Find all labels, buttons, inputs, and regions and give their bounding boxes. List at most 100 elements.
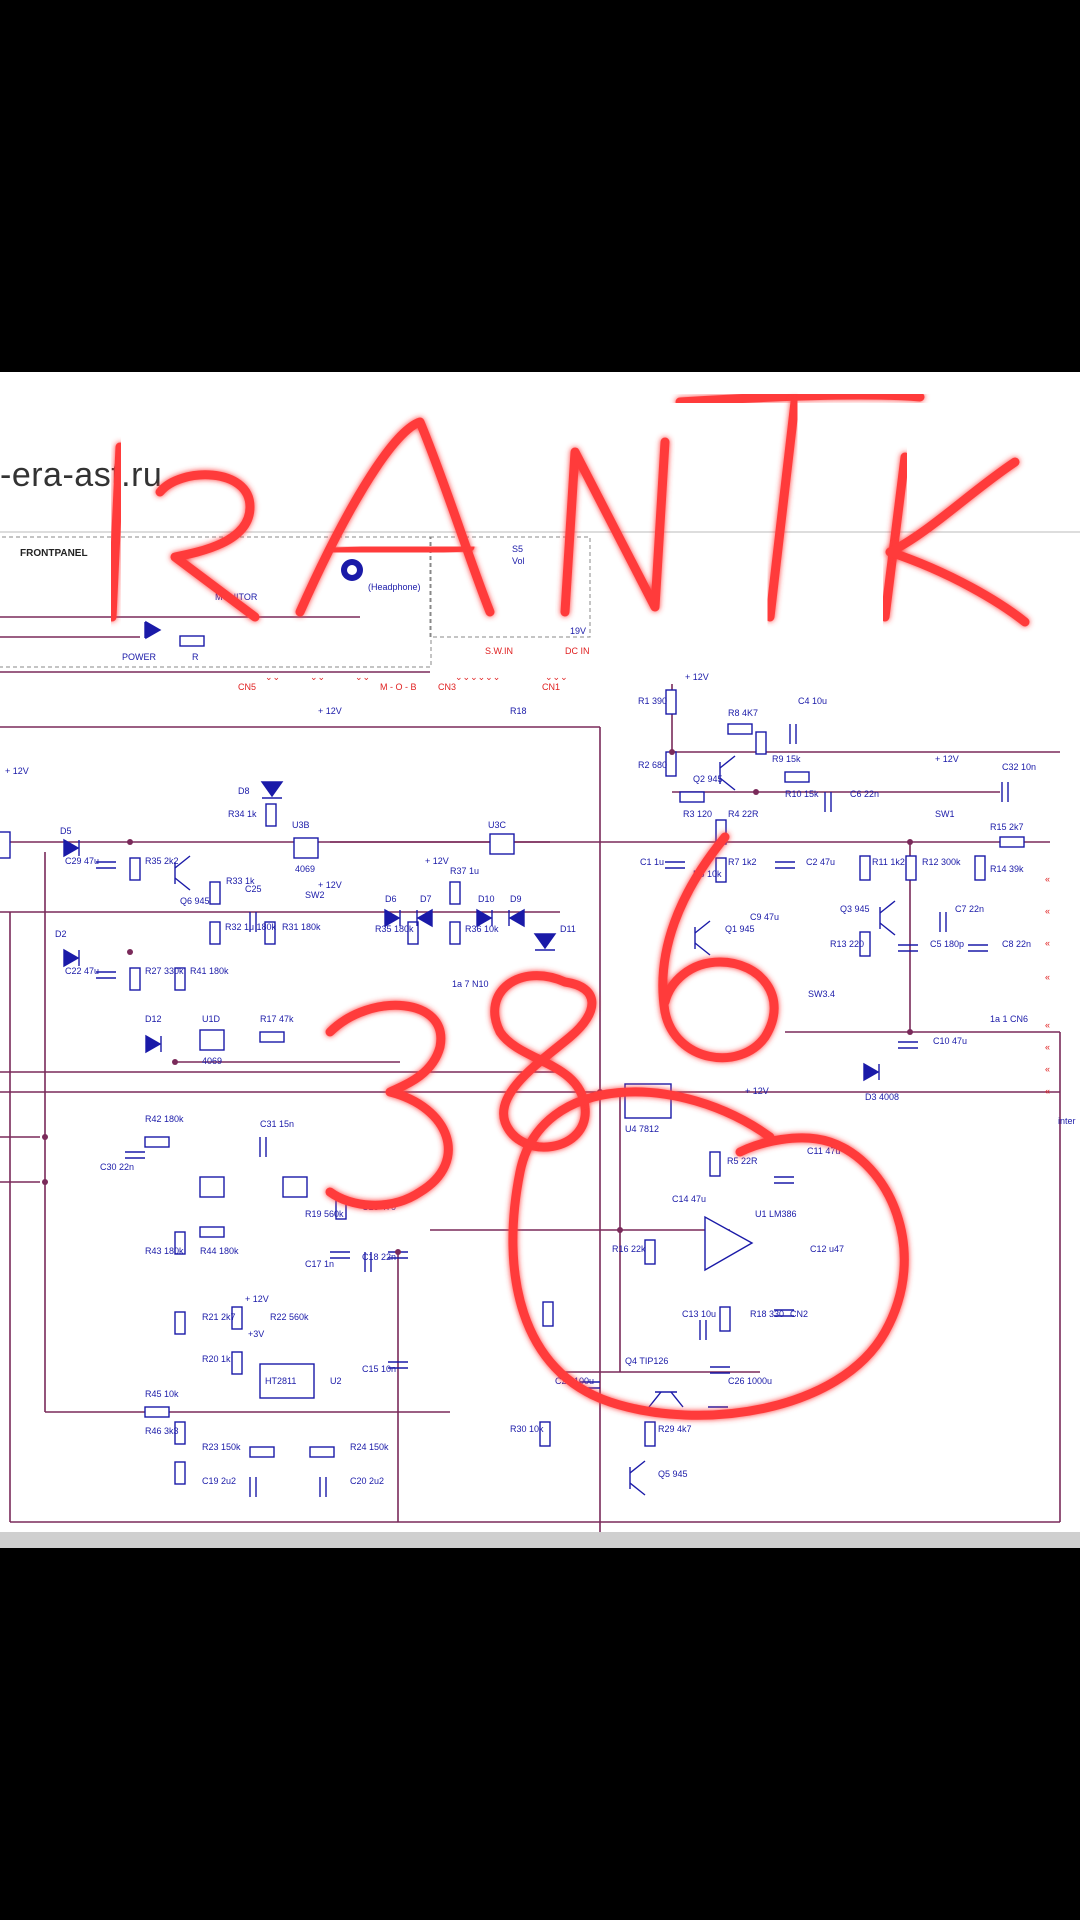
- handwritten-annotation: [107, 390, 1030, 1420]
- svg-text:R15 2k7: R15 2k7: [990, 822, 1024, 832]
- svg-text:C26 1000u: C26 1000u: [728, 1376, 772, 1386]
- svg-text:CN3: CN3: [438, 682, 456, 692]
- svg-text:R37 1u: R37 1u: [450, 866, 479, 876]
- svg-text:«: «: [1045, 972, 1050, 982]
- svg-text:R4 22R: R4 22R: [728, 809, 759, 819]
- svg-text:⌄⌄: ⌄⌄: [265, 672, 280, 682]
- svg-text:(Headphone): (Headphone): [368, 582, 421, 592]
- svg-text:R19 560k: R19 560k: [305, 1209, 344, 1219]
- svg-text:R7 1k2: R7 1k2: [728, 857, 757, 867]
- svg-text:U2: U2: [330, 1376, 342, 1386]
- svg-text:inter: inter: [1058, 1116, 1076, 1126]
- circuit-schematic: FRONTPANEL: [0, 390, 1080, 1548]
- svg-text:«: «: [1045, 1020, 1050, 1030]
- svg-text:R9 15k: R9 15k: [772, 754, 801, 764]
- svg-text:+ 12V: + 12V: [935, 754, 959, 764]
- svg-text:D11: D11: [560, 924, 576, 934]
- svg-text:Vol: Vol: [512, 556, 525, 566]
- svg-text:Q1 945: Q1 945: [725, 924, 755, 934]
- svg-text:D10: D10: [478, 894, 495, 904]
- svg-text:Q4 TIP126: Q4 TIP126: [625, 1356, 668, 1366]
- svg-text:CN2: CN2: [790, 1309, 808, 1319]
- svg-text:C1 1u: C1 1u: [640, 857, 664, 867]
- svg-text:R36 10k: R36 10k: [465, 924, 499, 934]
- svg-text:C22 47u: C22 47u: [65, 966, 99, 976]
- svg-text:⌄⌄⌄: ⌄⌄⌄: [545, 672, 568, 682]
- frontpanel-label: FRONTPANEL: [20, 548, 88, 559]
- svg-text:M - O - B: M - O - B: [380, 682, 417, 692]
- image-viewer: -era-ast.ru FRONTPANEL: [0, 372, 1080, 1548]
- svg-text:R22 560k: R22 560k: [270, 1312, 309, 1322]
- svg-text:C2 47u: C2 47u: [806, 857, 835, 867]
- svg-text:S5: S5: [512, 544, 523, 554]
- svg-text:R41 180k: R41 180k: [190, 966, 229, 976]
- svg-text:R20 1k: R20 1k: [202, 1354, 231, 1364]
- svg-text:R33 1k: R33 1k: [226, 876, 255, 886]
- svg-text:C10 47u: C10 47u: [933, 1036, 967, 1046]
- svg-text:S.W.IN: S.W.IN: [485, 646, 513, 656]
- svg-text:+ 12V: + 12V: [318, 706, 342, 716]
- svg-text:C11 47u: C11 47u: [807, 1146, 840, 1156]
- svg-text:C30 22n: C30 22n: [100, 1162, 134, 1172]
- svg-text:+ 12V: + 12V: [425, 856, 449, 866]
- svg-text:R5 22R: R5 22R: [727, 1156, 758, 1166]
- svg-text:R34 1k: R34 1k: [228, 809, 257, 819]
- viewer-bottom-bar: [0, 1532, 1080, 1548]
- svg-text:CN5: CN5: [238, 682, 256, 692]
- svg-text:C4 10u: C4 10u: [798, 696, 827, 706]
- svg-text:⌄⌄⌄⌄⌄⌄: ⌄⌄⌄⌄⌄⌄: [455, 672, 500, 682]
- svg-text:C18 22n: C18 22n: [362, 1252, 396, 1262]
- svg-text:4069: 4069: [202, 1056, 222, 1066]
- svg-text:C17 1n: C17 1n: [305, 1259, 334, 1269]
- svg-text:POWER: POWER: [122, 652, 157, 662]
- svg-text:DC IN: DC IN: [565, 646, 590, 656]
- svg-text:R45 10k: R45 10k: [145, 1389, 179, 1399]
- svg-text:D3 4008: D3 4008: [865, 1092, 899, 1102]
- svg-text:R8 4K7: R8 4K7: [728, 708, 758, 718]
- svg-text:R43 180k: R43 180k: [145, 1246, 184, 1256]
- svg-text:R17 47k: R17 47k: [260, 1014, 294, 1024]
- svg-text:R46 3k3: R46 3k3: [145, 1426, 179, 1436]
- svg-text:1a 7 N10: 1a 7 N10: [452, 979, 489, 989]
- svg-text:4069: 4069: [295, 864, 315, 874]
- svg-text:U3B: U3B: [292, 820, 310, 830]
- svg-text:«: «: [1045, 906, 1050, 916]
- component-labels: MONITOR (Headphone) POWER R CN5 M - O - …: [5, 544, 1076, 1486]
- svg-text:«: «: [1045, 1064, 1050, 1074]
- svg-text:«: «: [1045, 1086, 1050, 1096]
- svg-text:D7: D7: [420, 894, 432, 904]
- svg-text:SW3.4: SW3.4: [808, 989, 835, 999]
- svg-text:1a 1 CN6: 1a 1 CN6: [990, 1014, 1028, 1024]
- svg-text:R21 2k7: R21 2k7: [202, 1312, 236, 1322]
- svg-text:CN1: CN1: [542, 682, 560, 692]
- svg-text:R35 2k2: R35 2k2: [145, 856, 179, 866]
- svg-text:SW2: SW2: [305, 890, 325, 900]
- svg-text:R24 150k: R24 150k: [350, 1442, 389, 1452]
- svg-text:C19 2u2: C19 2u2: [202, 1476, 236, 1486]
- svg-text:R31 180k: R31 180k: [282, 922, 321, 932]
- svg-text:C25: C25: [245, 884, 262, 894]
- svg-text:R13 220: R13 220: [830, 939, 864, 949]
- svg-text:HT2811: HT2811: [265, 1376, 296, 1386]
- svg-text:Q5 945: Q5 945: [658, 1469, 688, 1479]
- svg-text:+ 12V: + 12V: [5, 766, 29, 776]
- svg-text:C9 47u: C9 47u: [750, 912, 779, 922]
- svg-text:R32 1u 180k: R32 1u 180k: [225, 922, 277, 932]
- svg-text:19V: 19V: [570, 626, 586, 636]
- svg-text:Q6 945: Q6 945: [180, 896, 210, 906]
- svg-text:⌄⌄: ⌄⌄: [310, 672, 325, 682]
- svg-text:C6 22n: C6 22n: [850, 789, 879, 799]
- svg-text:C8 22n: C8 22n: [1002, 939, 1031, 949]
- svg-text:R18 330: R18 330: [750, 1309, 784, 1319]
- svg-text:Q3 945: Q3 945: [840, 904, 870, 914]
- svg-text:R12 300k: R12 300k: [922, 857, 961, 867]
- svg-text:R3 120: R3 120: [683, 809, 712, 819]
- svg-text:⌄⌄: ⌄⌄: [355, 672, 370, 682]
- svg-text:C14 47u: C14 47u: [672, 1194, 706, 1204]
- svg-text:C31 15n: C31 15n: [260, 1119, 294, 1129]
- svg-text:Q2 945: Q2 945: [693, 774, 723, 784]
- svg-text:U4 7812: U4 7812: [625, 1124, 659, 1134]
- svg-text:R42 180k: R42 180k: [145, 1114, 184, 1124]
- svg-text:R35 180k: R35 180k: [375, 924, 414, 934]
- svg-text:D5: D5: [60, 826, 72, 836]
